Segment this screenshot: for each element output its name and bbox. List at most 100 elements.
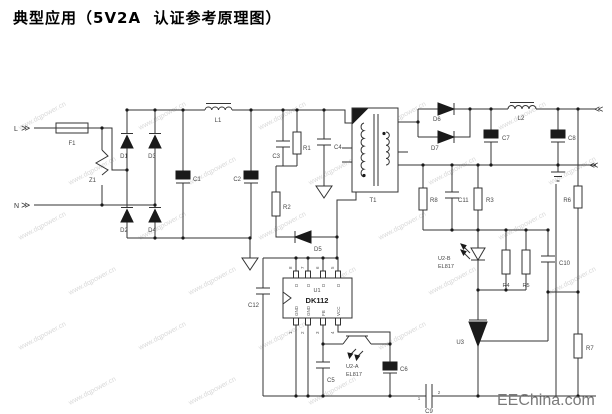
varistor-Z1-label: Z1 xyxy=(89,178,97,184)
ic-U1-part: DK112 xyxy=(306,296,329,305)
watermark-text: www.dqpower.cn xyxy=(547,266,598,297)
diode-D7-label: D7 xyxy=(431,146,439,152)
watermark-text: www.dqpower.cn xyxy=(377,211,428,242)
shunt-regulator-U3-label: U3 xyxy=(456,340,464,346)
diode-D5-label: D5 xyxy=(314,247,322,253)
diode-D6-label: D6 xyxy=(433,117,441,123)
ic-pin-number-2: 2 xyxy=(300,331,305,334)
watermark-text: www.dqpower.cn xyxy=(427,266,478,297)
transformer-T1: T1 xyxy=(351,107,399,204)
diode-D1-label: D1 xyxy=(120,154,128,160)
watermark-text: www.dqpower.cn xyxy=(257,101,308,132)
live-terminal-label: L xyxy=(14,126,18,133)
neutral-terminal-label: N xyxy=(14,203,19,210)
ic-pin-label-gnd1: GND xyxy=(294,305,299,316)
resistor-R3-label: R3 xyxy=(486,198,494,204)
ic-pin-label-gnd2: GND xyxy=(306,305,311,316)
capacitor-C11: C11 xyxy=(445,191,469,204)
output-return-arrow-icon: ≪ xyxy=(589,160,598,170)
transformer-T1-label: T1 xyxy=(369,198,377,204)
diode-D2-label: D2 xyxy=(120,228,128,234)
ground-symbol-primary-rail xyxy=(241,257,259,271)
eechina-brand: EEChina.com xyxy=(497,392,595,409)
junction-dots xyxy=(100,107,580,398)
capacitor-C10-label: C10 xyxy=(559,261,571,267)
optocoupler-U2B-ref: U2-B xyxy=(438,256,451,262)
resistor-R8-label: R8 xyxy=(430,198,438,204)
resistor-R7-label: R7 xyxy=(586,346,594,352)
diode-D6: D6 xyxy=(433,102,456,123)
watermark-text: www.dqpower.cn xyxy=(17,211,68,242)
fuse-F1: F1 xyxy=(55,122,89,147)
ic-pin1-notch xyxy=(282,291,292,305)
capacitor-C5-label: C5 xyxy=(327,378,335,384)
capacitor-C11-label: C11 xyxy=(458,198,469,204)
capacitor-C2: C2 xyxy=(233,170,259,184)
output-terminal-positive: ≪ xyxy=(594,104,603,114)
ic-pin-label-d4: D xyxy=(336,283,341,287)
transformer-core xyxy=(373,114,379,186)
capacitor-C9-label: C9 xyxy=(425,409,433,414)
inductor-L2-label: L2 xyxy=(518,116,525,122)
ic-pin-label-d2: D xyxy=(306,283,311,287)
resistor-R1-label: R1 xyxy=(303,146,311,152)
inductor-L1-label: L1 xyxy=(215,118,222,124)
shunt-regulator-U3: U3 xyxy=(456,319,488,348)
capacitor-C7-label: C7 xyxy=(502,136,510,142)
ic-pin-number-4: 4 xyxy=(330,331,335,334)
varistor-Z1: Z1 xyxy=(89,149,109,184)
fuse-F1-label: F1 xyxy=(68,141,76,147)
inductor-L2: L2 xyxy=(507,102,537,122)
watermark-text: www.dqpower.cn xyxy=(497,211,548,242)
resistor-R6-label: R6 xyxy=(563,198,571,204)
capacitor-C9-pin1: 1 xyxy=(418,396,421,401)
watermark-text: www.dqpower.cn xyxy=(17,321,68,352)
ic-pin-number-3: 3 xyxy=(315,331,320,334)
output-terminal-return: ≪ xyxy=(589,160,598,170)
transformer-polarity-mark xyxy=(352,108,369,125)
resistor-R2-label: R2 xyxy=(283,205,291,211)
diode-D1: D1 xyxy=(120,133,134,160)
ic-pin-number-1: 1 xyxy=(288,331,293,334)
diode-D4: D4 xyxy=(148,207,162,234)
watermark-text: www.dqpower.cn xyxy=(257,321,308,352)
page-title: 典型应用（5V2A 认证参考原理图） xyxy=(13,9,282,27)
resistor-R1: R1 xyxy=(292,131,311,155)
resistor-R3: R3 xyxy=(473,187,494,211)
ic-pin-number-6: 6 xyxy=(315,266,320,269)
diode-D4-label: D4 xyxy=(148,228,156,234)
resistor-R8: R8 xyxy=(418,187,438,211)
diode-D5: D5 xyxy=(293,230,322,253)
ic-pin-number-8: 8 xyxy=(288,266,293,269)
diode-D2: D2 xyxy=(120,207,134,234)
capacitor-C1: C1 xyxy=(175,170,201,184)
ic-pin-number-7: 7 xyxy=(300,266,305,269)
secondary-winding xyxy=(385,131,390,166)
ic-U1-DK112: U1 DK112 8 7 6 5 D D D D GND GND FB VCC … xyxy=(282,266,353,334)
secondary-side-wires xyxy=(386,108,596,397)
watermark-text: www.dqpower.cn xyxy=(67,266,118,297)
watermark-text: www.dqpower.cn xyxy=(307,156,358,187)
capacitor-C6: C6 xyxy=(382,361,408,374)
capacitor-C12: C12 xyxy=(248,287,270,309)
capacitor-C4-label: C4 xyxy=(334,145,342,151)
live-terminal-arrow-icon: ≫ xyxy=(21,123,30,133)
ic-pin-label-d3: D xyxy=(321,283,326,287)
capacitor-C3: C3 xyxy=(272,140,290,160)
capacitor-C8: C8 xyxy=(550,129,576,143)
optocoupler-U2B: U2-B EL817 xyxy=(438,243,486,270)
resistor-R2: R2 xyxy=(271,191,291,217)
watermark-text: www.dqpower.cn xyxy=(67,376,118,407)
capacitor-C4: C4 xyxy=(317,138,342,151)
ic-pin-number-5: 5 xyxy=(330,266,335,269)
capacitor-C3-label: C3 xyxy=(272,154,280,160)
capacitor-C10: C10 xyxy=(541,255,571,267)
resistor-R6: R6 xyxy=(563,185,583,209)
capacitor-C2-label: C2 xyxy=(233,177,241,183)
capacitor-C9-pin2: 2 xyxy=(438,390,441,395)
capacitor-C12-label: C12 xyxy=(248,303,260,309)
resistor-R5-label: R5 xyxy=(522,283,529,289)
diode-D3-label: D3 xyxy=(148,154,156,160)
ground-symbol-primary-c4 xyxy=(315,185,333,199)
